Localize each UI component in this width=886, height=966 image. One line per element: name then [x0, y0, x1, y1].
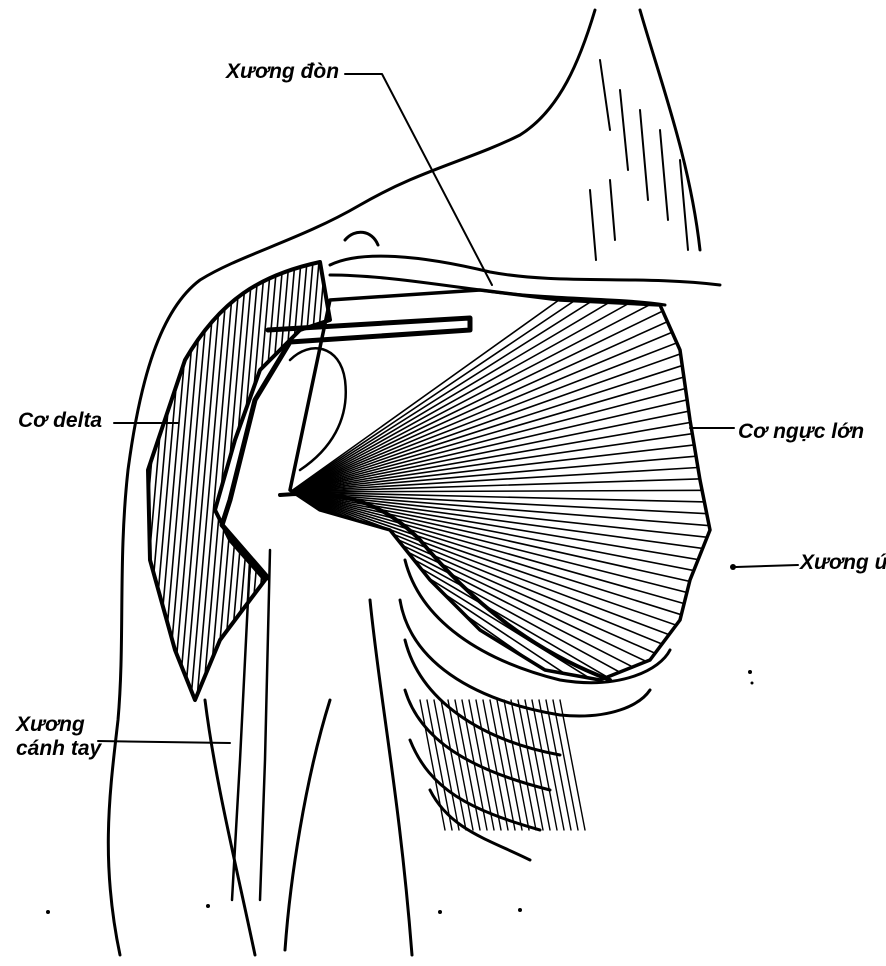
label-clavicle: Xương đòn	[226, 60, 339, 84]
leader-lines	[98, 74, 798, 743]
rib-cage	[400, 560, 670, 860]
clavicle-leader	[345, 74, 492, 285]
label-sternum: Xương ức	[800, 551, 886, 575]
scan-dots	[46, 670, 754, 914]
neck-shading	[590, 60, 688, 260]
label-humerus: Xương cánh tay	[16, 713, 101, 761]
sternum-leader	[736, 565, 798, 567]
label-pectoralis-major: Cơ ngực lớn	[738, 420, 864, 444]
label-humerus-line1: Xương	[16, 713, 101, 737]
label-deltoid: Cơ delta	[18, 409, 102, 433]
label-humerus-line2: cánh tay	[16, 737, 101, 761]
deltoid-muscle	[100, 250, 470, 710]
